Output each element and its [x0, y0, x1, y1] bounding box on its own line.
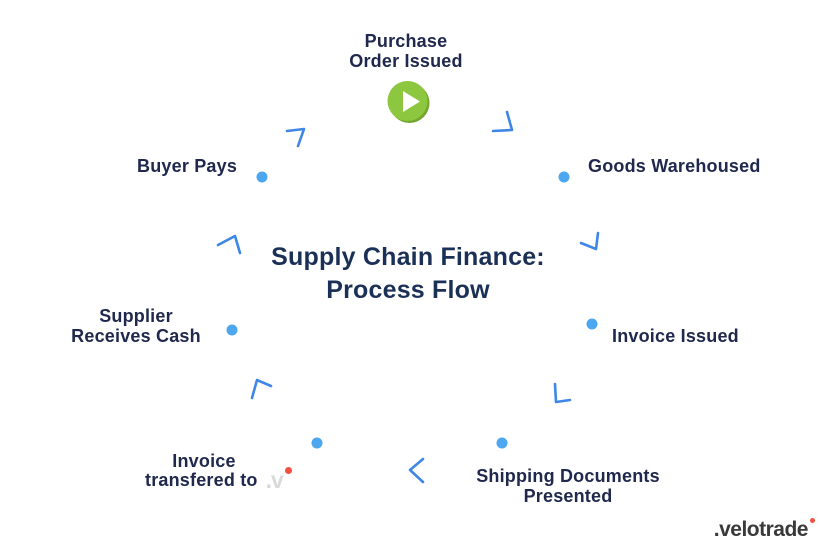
- step-label-supplier-receives-cash-line2: Receives Cash: [71, 326, 201, 346]
- chevron-arrow-icon-bottom: [408, 457, 425, 484]
- step-dot-buyer-pays: [256, 171, 268, 183]
- page-title-line2: Process Flow: [326, 276, 490, 304]
- chevron-arrow-icon-bottom-left: [250, 378, 273, 400]
- velotrade-logo: .velotrade: [714, 518, 815, 542]
- step-label-shipping-documents-line1: Shipping Documents: [476, 466, 660, 486]
- velotrade-inline-mark-text: .v: [265, 467, 284, 493]
- play-triangle-icon: [403, 91, 420, 112]
- page-title-line1: Supply Chain Finance:: [271, 243, 545, 271]
- step-dot-goods-warehoused: [558, 171, 570, 183]
- chevron-arrow-icon-top-right: [491, 110, 514, 133]
- step-label-invoice-issued: Invoice Issued: [612, 326, 739, 346]
- chevron-arrow-icon-left: [216, 234, 242, 255]
- step-label-shipping-documents-line2: Presented: [523, 486, 613, 506]
- chevron-arrow-icon-right: [579, 231, 600, 251]
- step-label-purchase-order: Purchase Order Issued: [349, 31, 462, 71]
- red-dot-icon: [810, 518, 815, 523]
- step-label-goods-warehoused: Goods Warehoused: [588, 156, 761, 176]
- step-label-invoice-transfered-line2: transfered to .v: [145, 467, 292, 492]
- step-label-purchase-order-line1: Purchase: [364, 31, 448, 51]
- velotrade-logo-text: .velotrade: [713, 518, 809, 541]
- step-label-supplier-receives-cash: Supplier Receives Cash: [71, 306, 201, 346]
- step-dot-invoice-transfered: [311, 437, 323, 449]
- play-icon[interactable]: [387, 81, 430, 123]
- red-dot-icon: [284, 467, 292, 474]
- step-label-buyer-pays: Buyer Pays: [137, 156, 238, 176]
- chevron-arrow-icon-top-left: [285, 127, 306, 148]
- chevron-arrow-icon-bottom-right: [553, 382, 572, 404]
- step-dot-invoice-issued: [586, 318, 598, 330]
- step-label-purchase-order-line2: Order Issued: [349, 51, 463, 71]
- velotrade-inline-mark-icon: .v: [266, 467, 292, 492]
- step-dot-shipping-documents: [496, 437, 508, 449]
- step-label-shipping-documents: Shipping Documents Presented: [476, 466, 660, 506]
- page-title: Supply Chain Finance: Process Flow: [271, 241, 545, 307]
- step-dot-supplier-receives-cash: [226, 324, 238, 336]
- step-label-invoice-transfered-text: transfered to: [145, 470, 258, 490]
- step-label-supplier-receives-cash-line1: Supplier: [99, 306, 173, 326]
- step-label-invoice-transfered-line1: Invoice: [172, 451, 236, 471]
